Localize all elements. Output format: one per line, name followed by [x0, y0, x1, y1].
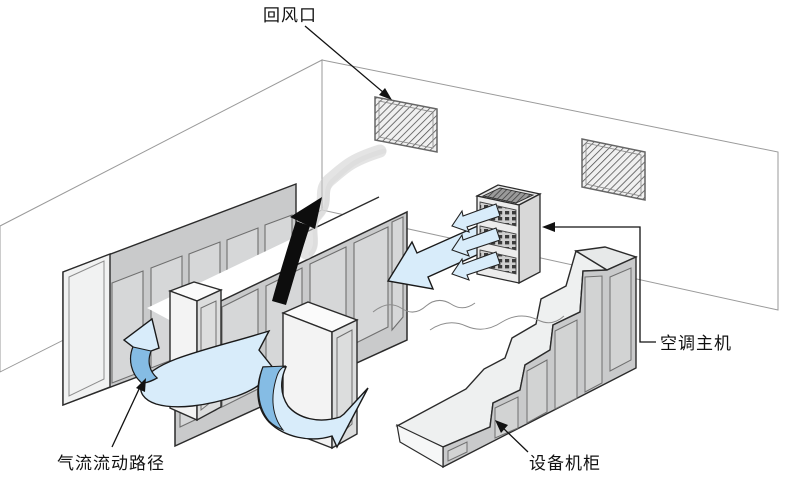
swoosh-curl-shade — [130, 346, 158, 384]
ac-supply-arrow — [451, 227, 501, 257]
airflow-swoosh-center — [257, 365, 369, 449]
arrowhead — [542, 222, 555, 232]
leader-return-air-vent — [304, 25, 385, 94]
label-return-air-vent: 回风口 — [263, 6, 317, 25]
swoosh-band — [257, 366, 369, 449]
label-equipment-cabinet: 设备机柜 — [529, 454, 601, 473]
smoke-wisp — [299, 144, 387, 260]
cabinet-door — [336, 329, 353, 439]
cabinet-door — [353, 226, 389, 345]
leader-lines — [111, 25, 656, 453]
cabinet-door — [609, 267, 632, 372]
stepped-row-front-face — [442, 255, 637, 469]
leader-arrowheads — [136, 88, 555, 433]
arrowhead — [495, 420, 508, 433]
cabinet-door — [584, 275, 603, 393]
ac-supply-arrows — [451, 203, 501, 281]
cabinet-door — [526, 359, 548, 424]
ac-supply-arrow — [451, 251, 501, 281]
arrowhead — [136, 378, 146, 392]
stepped-equipment-cabinet-row — [395, 246, 638, 469]
stepped-row-left-end — [396, 423, 444, 469]
ac-right-face — [518, 192, 541, 285]
leader-ac-main-unit — [553, 226, 656, 343]
leader-airflow-path — [111, 386, 141, 448]
return-air-vent-grille — [374, 96, 438, 153]
stepped-row-doors — [447, 267, 632, 462]
airflow-swoosh-left — [122, 317, 275, 408]
cabinet-door — [554, 319, 578, 410]
label-airflow-path: 气流流动路径 — [57, 454, 165, 473]
label-ac-main-unit: 空调主机 — [660, 334, 732, 353]
ac-top-grille — [481, 187, 535, 204]
cabinet-door — [447, 441, 468, 462]
floor-break-lines — [372, 300, 565, 331]
back-row-end-panel — [62, 252, 111, 407]
swoosh-band — [140, 329, 275, 408]
ac-supply-arrow — [451, 203, 501, 233]
hot-air-return-arrow — [272, 197, 322, 305]
secondary-wall-vent — [581, 138, 646, 201]
leader-equipment-cabinet — [501, 426, 529, 453]
swoosh-curl-shade — [258, 365, 287, 432]
arrowhead — [379, 88, 392, 100]
